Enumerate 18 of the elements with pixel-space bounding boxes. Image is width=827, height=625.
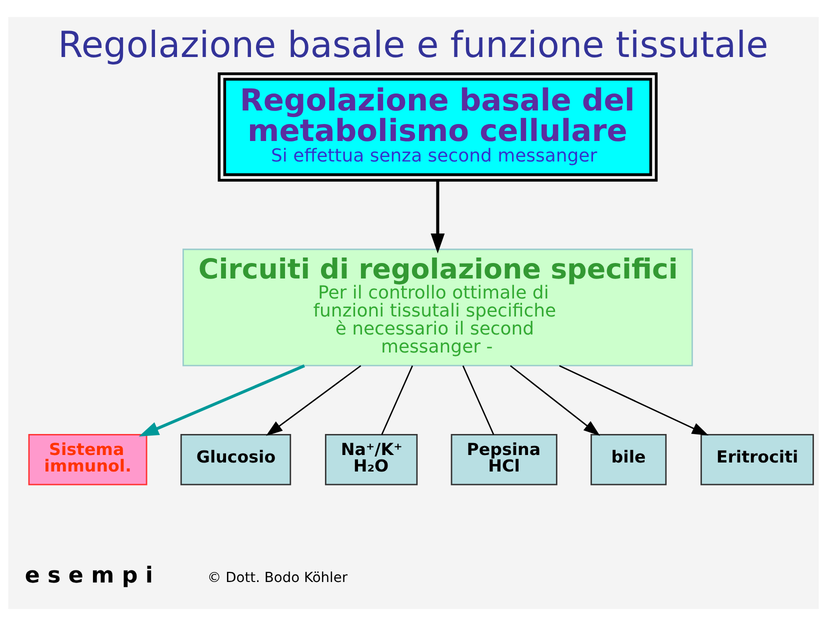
node-box: bile xyxy=(590,434,667,485)
diagram-title: Regolazione basale e funzione tissutale xyxy=(58,24,768,66)
node-box: Na⁺/K⁺ H₂O xyxy=(324,434,418,485)
arrow xyxy=(266,364,362,436)
arrow xyxy=(430,180,445,253)
node-box: Circuiti di regolazione specifici Per il controllo ottimale di funzioni tissutali specifiche è necessario il second messanger - xyxy=(182,248,693,366)
node-box: Pepsina HCl xyxy=(450,434,558,485)
node-box: Glucosio xyxy=(180,434,292,485)
connector xyxy=(381,364,414,434)
label: © Dott. Bodo Köhler xyxy=(207,570,348,586)
label: e s e m p i xyxy=(24,562,153,588)
node-box: Sistema immunol. xyxy=(28,434,148,485)
node-box: Regolazione basale del metabolismo cellulare Si effettua senza second messanger xyxy=(218,72,658,182)
arrow xyxy=(559,364,709,436)
arrow xyxy=(138,364,305,436)
arrow xyxy=(510,364,600,436)
node-box: Eritrociti xyxy=(700,434,814,485)
connector xyxy=(462,364,494,434)
